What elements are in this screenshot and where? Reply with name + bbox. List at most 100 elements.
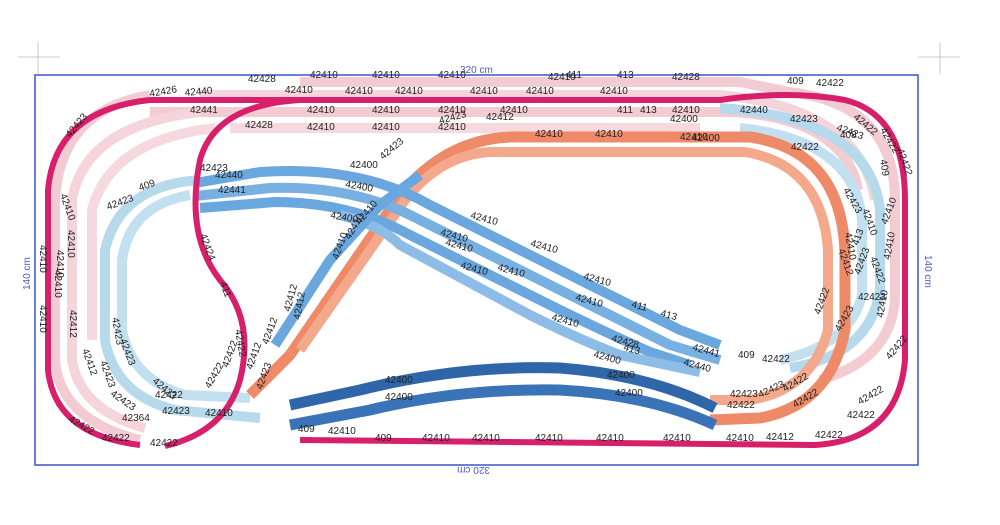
track-piece-label: 42423 (790, 114, 818, 125)
track-piece-label: 42410 (438, 105, 466, 116)
light-blue-left-loop-2 (117, 190, 251, 403)
track-piece-label: 42410 (205, 408, 233, 419)
track-piece-label: 42410 (422, 433, 450, 444)
dark-blue-track-1 (288, 362, 718, 413)
track-piece-label: 42422 (816, 78, 844, 89)
mid-blue-track-3 (199, 197, 692, 370)
width-bottom-label: 320 cm (457, 464, 490, 475)
track-piece-label: 42410 (548, 72, 576, 83)
track-piece-label: 42410 (285, 85, 313, 96)
track-piece-label: 42410 (52, 270, 63, 298)
track-piece-label: 42422 (232, 329, 248, 359)
track-piece-label: 42423 (162, 406, 190, 417)
mid-blue-crossing (270, 171, 423, 348)
magenta-outer-loop (45, 92, 908, 448)
track-piece-label: 411 (217, 280, 233, 299)
light-blue-left-loop-1 (100, 175, 261, 423)
track-piece-label: 42410 (372, 105, 400, 116)
track-piece-label: 42410 (535, 433, 563, 444)
track-piece-label: 42423 (858, 292, 886, 303)
track-piece-label: 42441 (218, 185, 246, 196)
track-piece-label: 42422 (727, 400, 755, 411)
track-piece-label: 411 (617, 105, 633, 116)
track-piece-label: 42410 (345, 86, 373, 97)
track-piece-label: 42400 (329, 210, 359, 226)
track-piece-label: 42400 (607, 370, 635, 381)
orange-main-loop (520, 131, 851, 426)
track-piece-label: 42410 (600, 86, 628, 97)
track-piece-label: 42412 (292, 291, 308, 321)
track-piece-label: 42410 (595, 129, 623, 140)
track-piece-label: 42412 (486, 112, 514, 123)
pink-track-left-2 (67, 107, 201, 433)
track-piece-label: 42440 (740, 105, 768, 116)
track-piece-label: 411 (566, 70, 582, 81)
track-piece-label: 42428 (248, 74, 276, 85)
track-piece-label: 42423 (730, 389, 758, 400)
track-piece-label: 42422 (102, 433, 130, 444)
track-piece-label: 42400 (615, 388, 643, 399)
board-border (34, 74, 919, 466)
track-piece-label: 42423 (109, 317, 125, 347)
track-piece-label: 42410 (54, 250, 65, 278)
track-piece-label: 42422 (791, 142, 819, 153)
track-piece-label: 409 (738, 350, 755, 361)
track-piece-label: 42400 (692, 133, 720, 144)
height-right-label: 140 cm (922, 255, 933, 288)
track-piece-label: 42428 (672, 72, 700, 83)
track-piece-label: 42364 (122, 413, 150, 424)
track-piece-label: 42410 (842, 232, 858, 262)
track-piece-label: 42410 (310, 70, 338, 81)
track-piece-label: 42410 (535, 129, 563, 140)
track-piece-label: 409 (877, 159, 891, 178)
track-piece-label: 42422 (856, 384, 886, 408)
track-piece-label: 42410 (37, 245, 48, 273)
mid-blue-tracks (194, 165, 722, 377)
track-piece-label: 42410 (307, 105, 335, 116)
track-piece-label: 42423 (378, 136, 407, 163)
track-piece-label: 413 (640, 105, 657, 116)
track-piece-label: 42441 (190, 105, 218, 116)
magenta-figure-eight (164, 97, 301, 449)
track-piece-label: 409 (375, 433, 392, 444)
track-piece-label: 42422 (791, 387, 821, 411)
registration-marks (18, 42, 960, 74)
track-piece-label: 42422 (847, 410, 875, 421)
track-piece-label: 42410 (395, 86, 423, 97)
track-piece-label: 42426 (149, 84, 179, 100)
track-piece-label: 42412 (79, 347, 99, 377)
track-piece-label: 413 (617, 70, 634, 81)
track-piece-label: 42410 (596, 433, 624, 444)
track-piece-label: 42410 (372, 70, 400, 81)
track-piece-label: 42423 (200, 163, 228, 174)
dark-blue-tracks (288, 362, 718, 431)
track-piece-label: 42410 (328, 426, 356, 437)
track-piece-label: 42422 (815, 430, 843, 441)
track-piece-label: 409 (787, 76, 804, 87)
height-left-label: 140 cm (22, 257, 33, 290)
orange-inner-loop (500, 147, 833, 405)
track-piece-label: 42410 (882, 231, 898, 261)
track-piece-label: 42410 (470, 86, 498, 97)
track-piece-label: 42422 (762, 354, 790, 365)
track-piece-label: 42440 (184, 86, 213, 99)
track-piece-label: 42410 (680, 132, 708, 143)
track-piece-label: 42400 (385, 375, 413, 386)
track-piece-label: 42400 (385, 392, 413, 403)
track-piece-label: 42400 (670, 114, 698, 125)
track-piece-label: 42410 (307, 122, 335, 133)
track-piece-label: 42400 (350, 160, 378, 171)
track-piece-label: 42410 (37, 305, 48, 333)
track-piece-label: 42410 (438, 70, 466, 81)
dark-blue-track-2 (288, 384, 718, 431)
track-piece-label: 42410 (526, 86, 554, 97)
track-piece-label: 42410 (472, 433, 500, 444)
track-piece-label: 42410 (663, 433, 691, 444)
track-piece-label: 42412 (766, 432, 794, 443)
mid-blue-track-2 (194, 182, 722, 365)
track-piece-label: 408 (840, 130, 857, 141)
track-piece-label: 42410 (65, 230, 76, 258)
mid-blue-track-1 (194, 165, 722, 350)
track-piece-label: 413 (622, 342, 641, 357)
track-piece-label: 413 (659, 308, 678, 323)
